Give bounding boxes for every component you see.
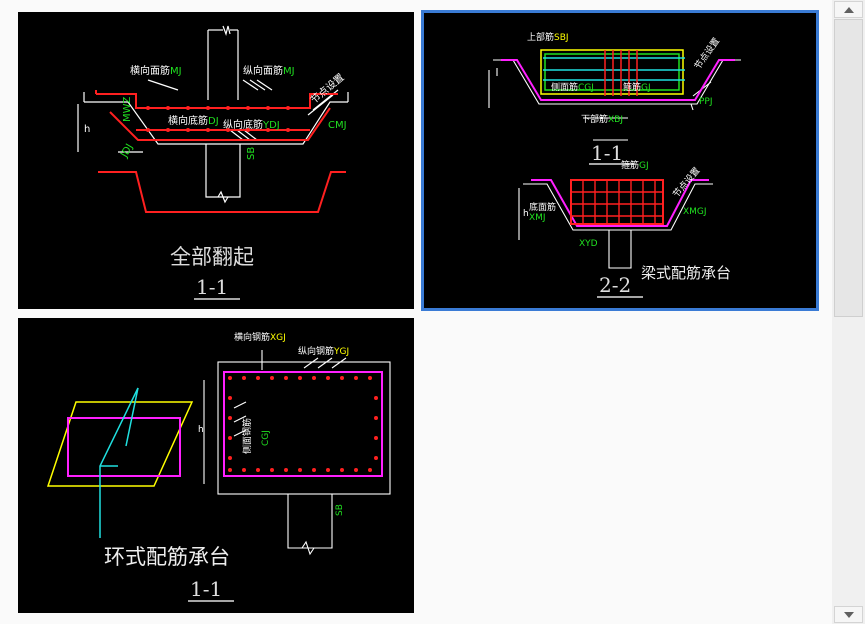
label-longitudinal-code: YGJ [333,347,349,357]
label-transverse-bottom-code: DJ [208,116,219,127]
section-label-a: 1-1 [591,141,623,165]
chevron-down-icon [843,611,854,618]
label-top-bar: 上部筋 [527,31,554,43]
label-mwd: MWZ [122,96,133,122]
label-h: h [198,425,204,435]
label-slope: 节点设置 [308,71,346,106]
svg-text:横向面筋MJ: 横向面筋MJ [130,64,182,77]
scroll-up-button[interactable] [834,1,863,18]
label-slope-a: 节点设置 [692,36,722,72]
thumbnail-beam-type[interactable]: 上部筋SBJ 侧面筋CGJ 箍筋GJ 下部筋XBJ 节点设置 PPJ 箍筋GJ … [421,10,819,311]
label-longitudinal-top: 纵向面筋 [243,64,283,77]
label-side-bar: 侧面筋 [551,81,578,93]
svg-text:箍筋GJ: 箍筋GJ [623,81,651,93]
svg-text:上部筋SBJ: 上部筋SBJ [527,31,569,43]
svg-text:纵向钢筋YGJ: 纵向钢筋YGJ [298,345,349,357]
thumbnail-ring-type[interactable]: 横向钢筋XGJ 纵向钢筋YGJ 侧面钢筋 CGJ h SB 环式配筋承台 1-1 [18,318,414,613]
label-transverse-top: 横向面筋 [130,64,170,77]
image-list-panel: 横向面筋MJ 纵向面筋MJ 横向底筋DJ 纵向底筋YDJ 节点设置 CMJ h … [18,0,833,624]
label-xyd: XYD [579,239,598,249]
svg-text:横向钢筋XGJ: 横向钢筋XGJ [234,331,286,343]
label-transverse-bar: 横向钢筋 [234,331,270,343]
label-longitudinal-top-code: MJ [283,66,295,77]
caption-beam-type: 梁式配筋承台 [641,264,731,282]
label-stirrup-b: 箍筋 [621,159,639,171]
chevron-up-icon [843,6,854,13]
label-cmj: CMJ [328,120,347,131]
label-jdj: JDJ [119,142,136,160]
scroll-thumb[interactable] [834,19,863,317]
svg-text:下部筋XBJ: 下部筋XBJ [581,113,623,125]
label-stirrup-code-b: GJ [639,161,649,171]
thumbnail-full-flip[interactable]: 横向面筋MJ 纵向面筋MJ 横向底筋DJ 纵向底筋YDJ 节点设置 CMJ h … [18,12,414,309]
label-h: h [84,124,90,135]
label-sb: SB [335,504,345,516]
label-bottom-face: 底面筋 [529,201,556,213]
svg-text:纵向面筋MJ: 纵向面筋MJ [243,64,295,77]
label-longitudinal-bottom-code: YDJ [262,120,280,131]
label-longitudinal-bottom: 纵向底筋 [223,118,263,131]
svg-text:纵向底筋YDJ: 纵向底筋YDJ [223,118,280,131]
label-side-code: CGJ [261,430,271,446]
label-side-bar: 侧面钢筋 [241,418,253,454]
section-label: 1-1 [196,275,228,299]
svg-text:侧面筋CGJ: 侧面筋CGJ [551,81,594,93]
label-stirrup: 箍筋 [623,81,641,93]
section-label-b: 2-2 [599,273,631,297]
label-xmj: XMJ [529,213,546,223]
vertical-scrollbar[interactable] [832,0,865,624]
cad-drawing-full-flip: 横向面筋MJ 纵向面筋MJ 横向底筋DJ 纵向底筋YDJ 节点设置 CMJ h … [77,25,349,300]
label-bottom-code: XBJ [608,115,623,125]
label-h-b: h [523,209,529,219]
label-side-code: CGJ [578,83,594,93]
label-transverse-code: XGJ [270,333,286,343]
label-xmgj: XMGJ [683,207,707,217]
cad-drawing-beam-type: 上部筋SBJ 侧面筋CGJ 箍筋GJ 下部筋XBJ 节点设置 PPJ 箍筋GJ … [488,31,741,298]
label-stirrup-code: GJ [641,83,651,93]
label-ppj: PPJ [699,97,713,107]
label-sb: SB [246,147,257,160]
label-top-code: SBJ [554,33,569,43]
caption-ring-type: 环式配筋承台 [104,545,230,569]
label-transverse-top-code: MJ [170,66,182,77]
label-slope-b: 节点设置 [671,165,703,200]
cad-drawing-ring-type: 横向钢筋XGJ 纵向钢筋YGJ 侧面钢筋 CGJ h SB 环式配筋承台 1-1 [46,331,391,602]
caption-full-flip: 全部翻起 [170,245,254,269]
label-longitudinal-bar: 纵向钢筋 [298,345,334,357]
scroll-down-button[interactable] [834,606,863,623]
label-bottom-bar: 下部筋 [581,113,608,125]
label-transverse-bottom: 横向底筋 [168,114,208,127]
section-label: 1-1 [190,577,222,601]
svg-text:箍筋GJ: 箍筋GJ [621,159,649,171]
svg-text:横向底筋DJ: 横向底筋DJ [168,114,219,127]
